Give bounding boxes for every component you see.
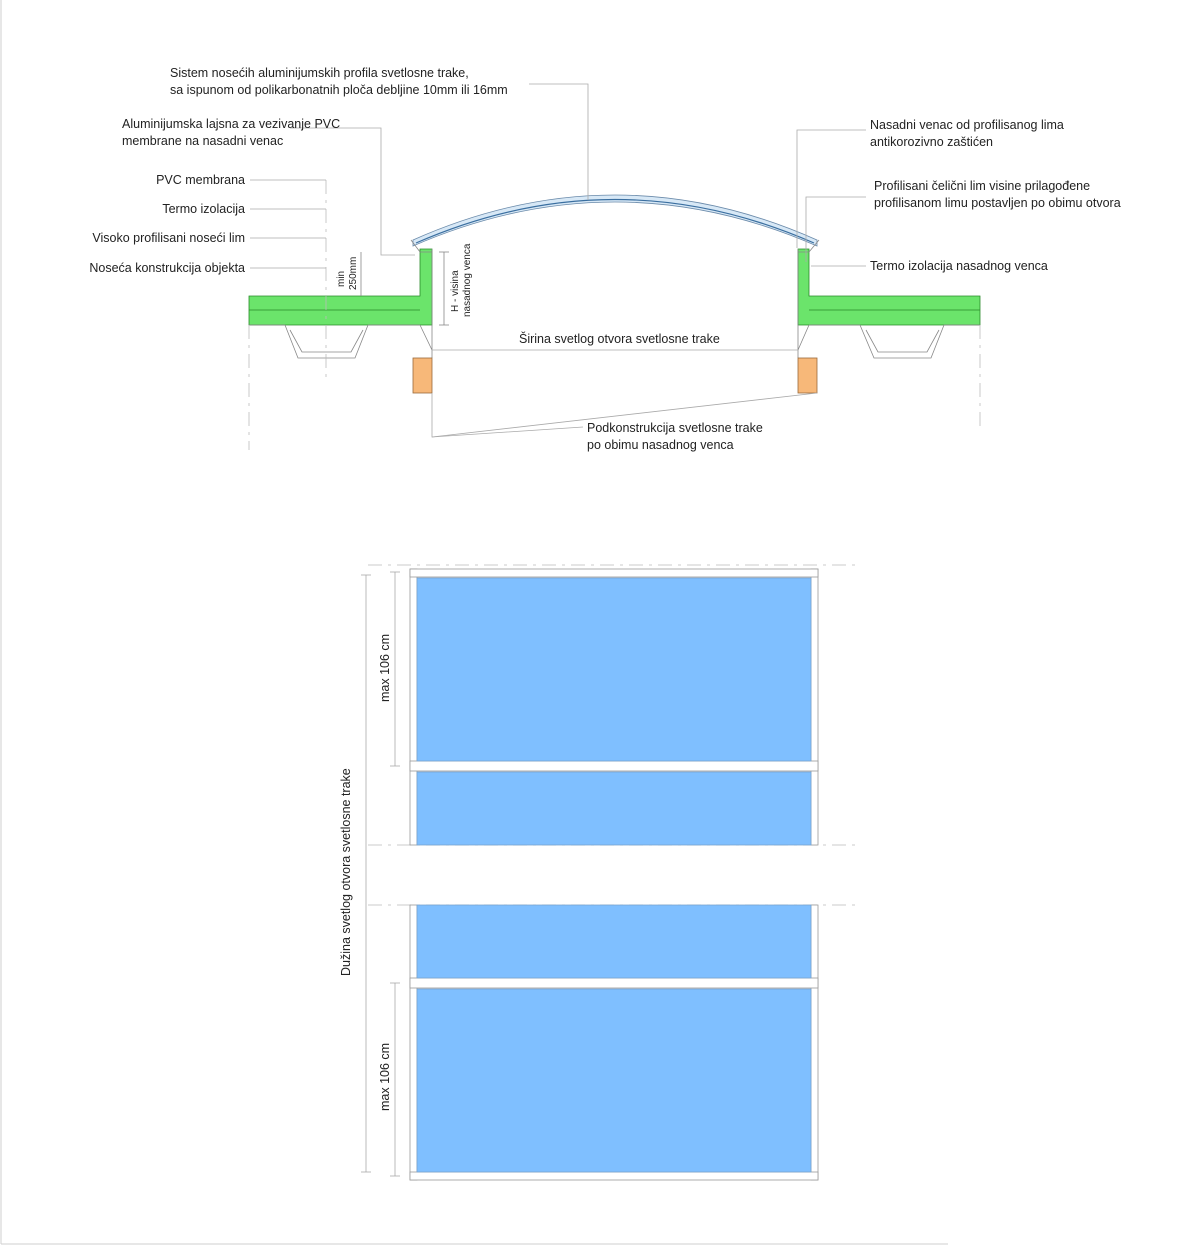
curb-steel-right [797, 249, 810, 358]
polycarbonate-arch-inner [415, 198, 815, 244]
label-curb-insulation: Termo izolacija nasadnog venca [870, 259, 1048, 273]
label-subframe-2: po obimu nasadnog venca [587, 438, 734, 452]
leader-steel [805, 196, 866, 262]
plan-crossbar-1 [409, 760, 819, 772]
profiled-sheet-left-inner [289, 329, 364, 353]
plan-crossbar-2 [409, 977, 819, 989]
label-steel-2: profilisanom limu postavljen po obimu ot… [874, 196, 1121, 210]
profiled-sheet-left [249, 324, 420, 359]
dim-width-label: Širina svetlog otvora svetlosne trake [519, 331, 720, 346]
leader-sub-right [431, 392, 818, 438]
label-subframe-1: Podkonstrukcija svetlosne trake [587, 421, 763, 435]
leader-sub-left [431, 393, 584, 438]
plan-rail-left-upper [409, 568, 418, 846]
plan-rail-left-lower [409, 904, 418, 1181]
label-thermo: Termo izolacija [162, 202, 245, 216]
dim-min-label: min [336, 271, 347, 287]
plan-rail-right-upper [810, 568, 819, 846]
plan-panel-1 [416, 577, 812, 762]
label-profile-system-2: sa ispunom od polikarbonatnih ploča debl… [170, 83, 508, 97]
cross-section: min 250mm H - visina nasadnog venca Širi… [89, 66, 1120, 452]
leader-curb [796, 129, 866, 248]
leader-profile-system [529, 83, 589, 200]
label-curb-2: antikorozivno zaštićen [870, 135, 993, 149]
plan-rail-right-lower [810, 904, 819, 1181]
label-structure: Noseća konstrukcija objekta [89, 261, 245, 275]
label-alu-strip-1: Aluminijumska lajsna za vezivanje PVC [122, 117, 340, 131]
dim-h-value: nasadnog venca [462, 243, 473, 317]
dim-bottom-label: max 106 cm [378, 1043, 392, 1111]
label-high-profile: Visoko profilisani noseći lim [92, 231, 245, 245]
profiled-sheet-right-inner [865, 329, 940, 353]
leader-alu-strip [290, 127, 415, 256]
aluminium-strip-right [798, 239, 820, 253]
label-pvc: PVC membrana [156, 173, 245, 187]
dim-h-label: H - visina [450, 270, 461, 312]
label-alu-strip-2: membrane na nasadni venac [122, 134, 283, 148]
plan-panel-3 [416, 904, 812, 979]
plan-panel-2 [416, 771, 812, 846]
label-curb-1: Nasadni venac od profilisanog lima [870, 118, 1064, 132]
label-steel-1: Profilisani čelični lim visine prilagođe… [874, 179, 1090, 193]
curb-steel-left [419, 249, 433, 358]
dim-min-value: 250mm [348, 257, 359, 290]
dim-top-label: max 106 cm [378, 634, 392, 702]
profiled-sheet-right [809, 324, 980, 359]
plan-view: Dužina svetlog otvora svetlosne trake ma… [339, 564, 860, 1181]
plan-crossbar-bottom [409, 1171, 819, 1181]
polycarbonate-arch [412, 194, 818, 247]
subframe-left [412, 357, 433, 394]
plan-crossbar-top [409, 568, 819, 578]
aluminium-strip-left [410, 239, 432, 253]
plan-panel-4 [416, 988, 812, 1173]
subframe-right [797, 357, 818, 394]
dim-length-label: Dužina svetlog otvora svetlosne trake [339, 768, 353, 976]
label-profile-system-1: Sistem nosećih aluminijumskih profila sv… [170, 66, 469, 80]
